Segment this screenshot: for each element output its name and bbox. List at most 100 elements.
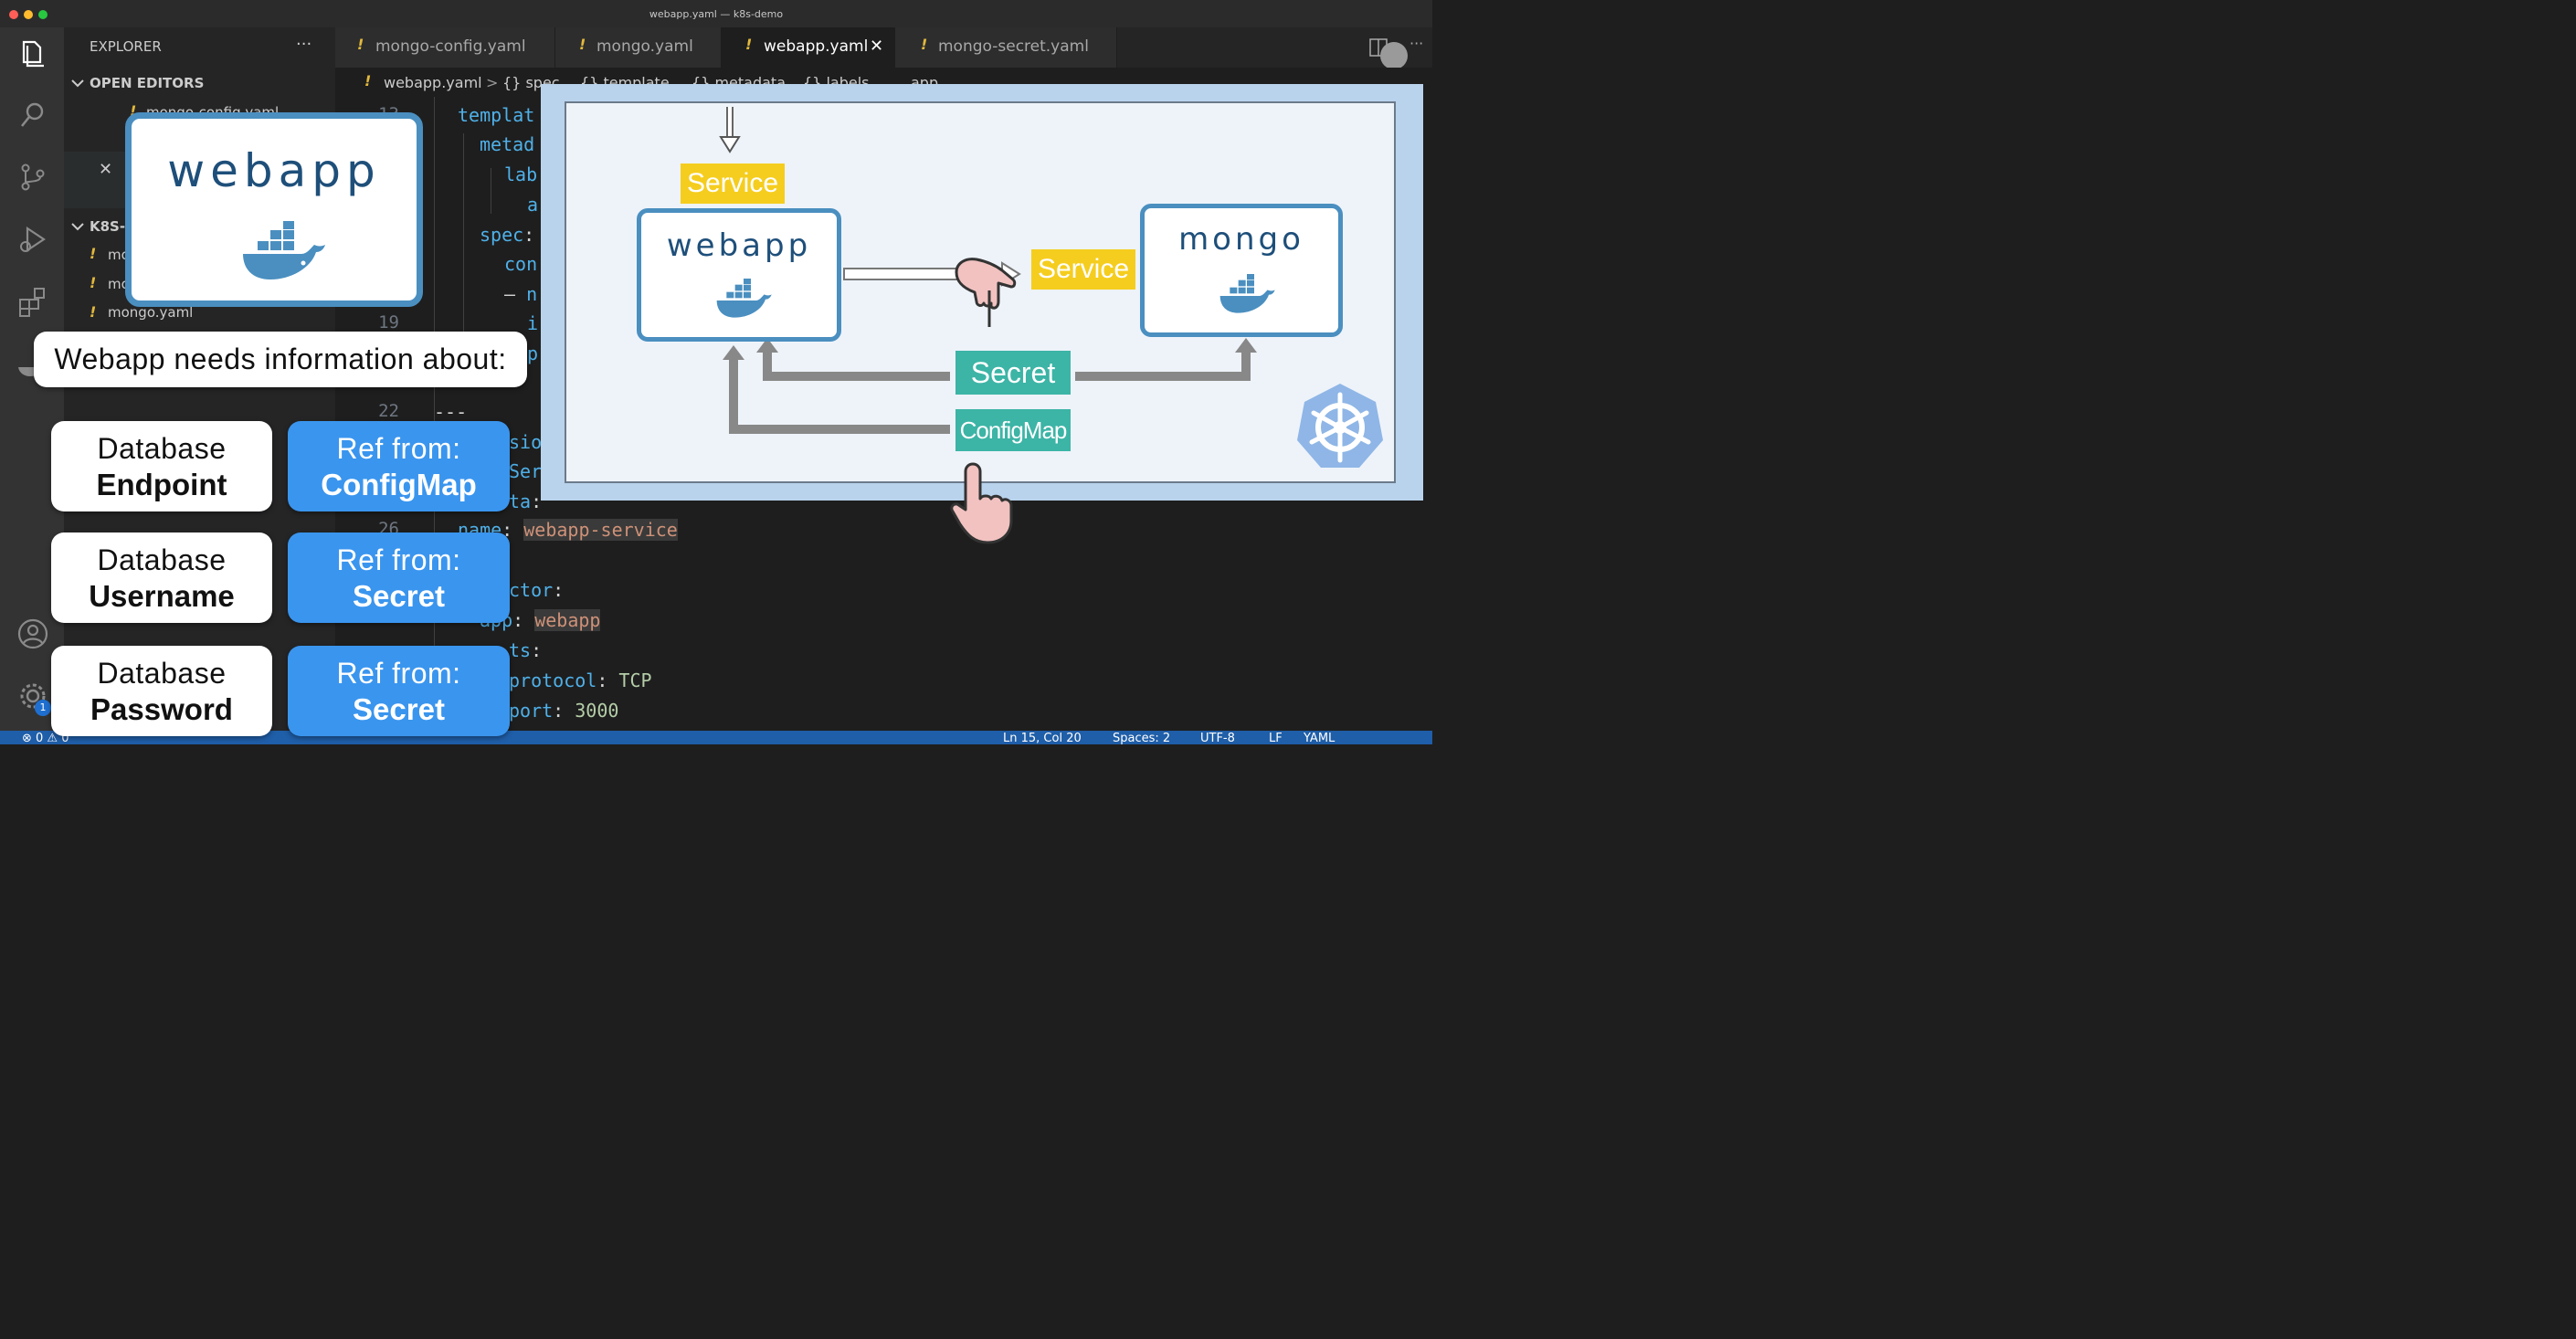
problems-indicator[interactable]: ⊗ 0 ⚠ 0 bbox=[22, 732, 69, 744]
code-line: Ser bbox=[509, 460, 543, 482]
yaml-file-icon: ! bbox=[90, 245, 97, 262]
breadcrumb-separator: > bbox=[486, 74, 499, 91]
settings-badge: 1 bbox=[35, 700, 51, 716]
kubernetes-logo-icon bbox=[1297, 384, 1383, 468]
file-item[interactable]: mo bbox=[108, 247, 130, 263]
code-line: spec: bbox=[480, 224, 535, 246]
code-line: lab bbox=[504, 163, 538, 185]
card-line-bold: Secret bbox=[353, 692, 445, 726]
card-line-bold: Secret bbox=[353, 579, 445, 613]
run-debug-icon[interactable] bbox=[16, 223, 49, 256]
card-line: Database bbox=[97, 432, 227, 465]
pointing-hand-icon bbox=[955, 258, 1017, 327]
tab-bar: ! mongo-config.yaml ! mongo.yaml ! webap… bbox=[335, 27, 1432, 69]
code-line: con bbox=[504, 253, 538, 275]
close-editor-button[interactable]: ✕ bbox=[99, 160, 113, 179]
yaml-file-icon: ! bbox=[90, 274, 97, 291]
project-folder[interactable]: K8S- bbox=[90, 218, 126, 235]
card-line: Database bbox=[97, 657, 227, 690]
database-endpoint-card: Database Endpoint bbox=[51, 421, 272, 511]
card-line-bold: Endpoint bbox=[96, 468, 227, 501]
webapp-card: webapp bbox=[125, 112, 423, 307]
close-window-button[interactable] bbox=[9, 10, 18, 19]
yaml-file-icon: ! bbox=[90, 303, 97, 321]
explorer-more-button[interactable]: ··· bbox=[296, 35, 312, 54]
explorer-header: EXPLORER bbox=[90, 38, 162, 55]
file-item[interactable]: mongo.yaml bbox=[108, 304, 194, 321]
tab-label: mongo-config.yaml bbox=[375, 37, 526, 56]
database-password-card: Database Password bbox=[51, 646, 272, 736]
line-ending[interactable]: LF bbox=[1269, 732, 1283, 744]
code-line: i bbox=[527, 312, 539, 334]
open-editors-header[interactable]: OPEN EDITORS bbox=[90, 75, 205, 91]
chevron-down-icon[interactable] bbox=[71, 221, 84, 232]
card-line-bold: Username bbox=[89, 579, 235, 613]
architecture-diagram: Service webapp Service mongo Secret Conf… bbox=[541, 84, 1423, 544]
indentation[interactable]: Spaces: 2 bbox=[1113, 732, 1171, 744]
chevron-down-icon[interactable] bbox=[71, 78, 84, 89]
ref-configmap-card: Ref from: ConfigMap bbox=[288, 421, 510, 511]
ref-secret-card: Ref from: Secret bbox=[288, 646, 510, 736]
tab-mongo-config[interactable]: ! mongo-config.yaml bbox=[335, 27, 555, 68]
account-icon[interactable] bbox=[16, 617, 49, 650]
docker-whale-icon bbox=[243, 221, 325, 279]
tab-label: webapp.yaml bbox=[764, 37, 869, 56]
card-line: Ref from: bbox=[336, 543, 461, 576]
docker-whale-icon bbox=[716, 279, 772, 318]
webapp-pod-label: webapp bbox=[666, 227, 812, 264]
title-bar: webapp.yaml — k8s-demo bbox=[0, 0, 1432, 27]
tab-label: mongo.yaml bbox=[596, 37, 693, 56]
minimize-window-button[interactable] bbox=[24, 10, 33, 19]
configmap-label: ConfigMap bbox=[955, 409, 1071, 451]
code-line: metad bbox=[480, 133, 535, 155]
code-line: protocol: TCP bbox=[509, 670, 652, 691]
cursor-position[interactable]: Ln 15, Col 20 bbox=[1003, 732, 1082, 744]
more-actions-button[interactable]: ··· bbox=[1409, 35, 1424, 52]
code-line: ctor: bbox=[509, 579, 565, 601]
ref-secret-card: Ref from: Secret bbox=[288, 532, 510, 623]
tab-label: mongo-secret.yaml bbox=[938, 37, 1089, 56]
info-heading: Webapp needs information about: bbox=[54, 343, 507, 375]
webapp-card-label: webapp bbox=[167, 144, 381, 197]
window-title: webapp.yaml — k8s-demo bbox=[649, 8, 784, 20]
tab-mongo[interactable]: ! mongo.yaml bbox=[555, 27, 722, 68]
secret-label: Secret bbox=[955, 351, 1071, 395]
zoom-window-button[interactable] bbox=[38, 10, 48, 19]
search-icon[interactable] bbox=[16, 99, 49, 132]
mongo-pod-label: mongo bbox=[1178, 221, 1304, 258]
tab-webapp[interactable]: ! webapp.yaml ✕ bbox=[722, 27, 895, 68]
breadcrumb-file[interactable]: webapp.yaml bbox=[384, 74, 482, 91]
webapp-pod: webapp bbox=[637, 208, 841, 342]
card-line-bold: Password bbox=[90, 692, 233, 726]
line-number: 19 bbox=[378, 312, 399, 332]
code-line: templat bbox=[458, 104, 535, 126]
database-username-card: Database Username bbox=[51, 532, 272, 623]
pointing-hand-icon bbox=[950, 462, 1013, 544]
card-line: Ref from: bbox=[336, 432, 461, 465]
explorer-icon[interactable] bbox=[16, 37, 49, 69]
card-line-bold: ConfigMap bbox=[321, 468, 477, 501]
service-label-mid: Service bbox=[1031, 249, 1135, 290]
yaml-file-icon: ! bbox=[130, 102, 137, 120]
code-line: a bbox=[527, 194, 539, 216]
presenter-avatar bbox=[1380, 42, 1408, 69]
file-item[interactable]: mo bbox=[108, 276, 130, 292]
language-mode[interactable]: YAML bbox=[1304, 732, 1336, 744]
code-line: ts: bbox=[509, 639, 543, 661]
gear-icon[interactable] bbox=[16, 680, 49, 712]
line-number: 22 bbox=[378, 401, 399, 421]
extensions-icon[interactable] bbox=[16, 285, 49, 318]
encoding[interactable]: UTF-8 bbox=[1200, 732, 1235, 744]
service-label-top: Service bbox=[681, 163, 785, 204]
code-line: sio bbox=[509, 431, 543, 453]
code-line: name: webapp-service bbox=[458, 519, 678, 541]
source-control-icon[interactable] bbox=[16, 161, 49, 194]
mongo-pod: mongo bbox=[1140, 204, 1343, 337]
code-line: – n bbox=[504, 283, 538, 305]
code-line: port: 3000 bbox=[509, 700, 619, 722]
close-tab-button[interactable]: ✕ bbox=[870, 37, 884, 56]
code-line: p bbox=[527, 343, 539, 364]
card-line: Database bbox=[97, 543, 227, 576]
info-heading-box: Webapp needs information about: bbox=[34, 332, 527, 387]
tab-mongo-secret[interactable]: ! mongo-secret.yaml bbox=[895, 27, 1117, 68]
